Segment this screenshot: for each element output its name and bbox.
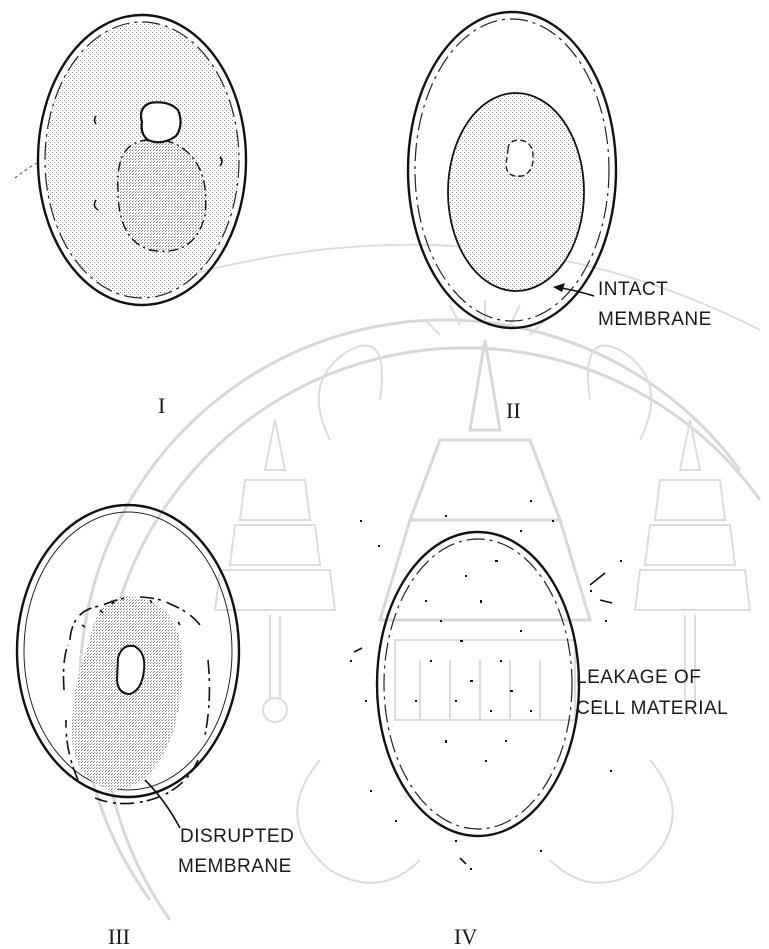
panel-label-ii: II	[506, 398, 521, 423]
callout-label-line-1: DISRUPTED	[180, 826, 294, 847]
panel-iii: DISRUPTED MEMBRANE III	[17, 505, 294, 949]
panel-label-iii: III	[108, 924, 130, 949]
scratch-mark	[15, 163, 37, 178]
panel-iv: LEAKAGE OF CELL MATERIAL IV	[350, 500, 728, 949]
nucleus	[506, 140, 533, 176]
callout-label-line-1: LEAKAGE OF	[576, 667, 701, 688]
nucleus	[141, 102, 181, 142]
cell-wall	[377, 532, 579, 836]
callout-label-line-2: MEMBRANE	[598, 309, 712, 330]
callout-label-line-2: CELL MATERIAL	[576, 698, 728, 719]
watermark-seal	[80, 245, 760, 920]
leak-streaks	[354, 573, 612, 864]
nucleus	[117, 646, 144, 694]
panel-label-iv: IV	[454, 924, 477, 949]
callout-label-line-2: MEMBRANE	[178, 856, 292, 877]
panel-label-i: I	[158, 393, 165, 418]
callout-label-line-1: INTACT	[598, 279, 668, 300]
cell-wall-dashed	[384, 539, 572, 829]
panel-i: I	[15, 15, 246, 418]
intact-membrane	[448, 93, 584, 291]
